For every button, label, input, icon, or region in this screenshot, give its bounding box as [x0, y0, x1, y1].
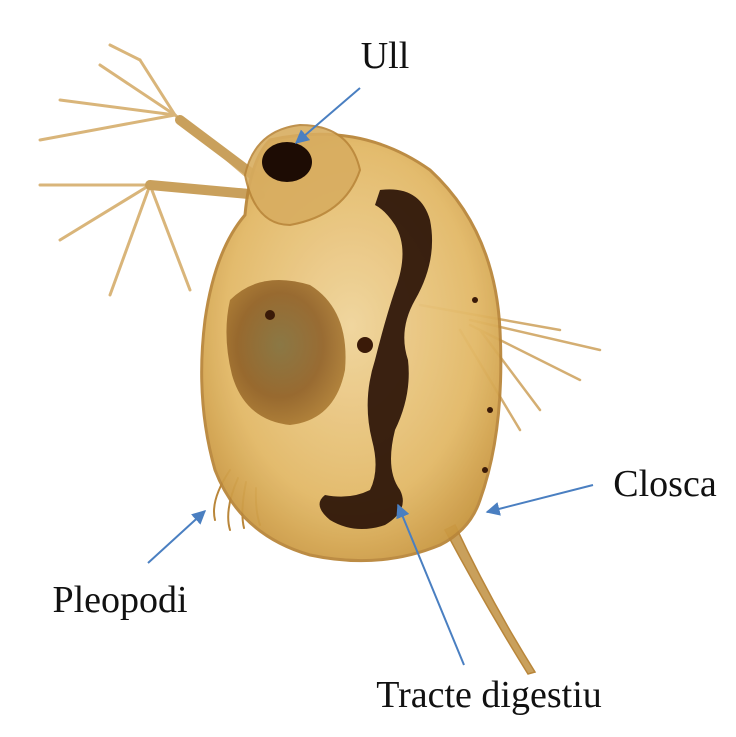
label-digestive-tract: Tracte digestiu — [376, 674, 602, 716]
antennae — [40, 45, 245, 295]
label-eye: Ull — [361, 35, 410, 77]
label-pleopods: Pleopodi — [52, 579, 187, 621]
eye — [262, 142, 312, 182]
arrow-pleopods — [148, 511, 205, 563]
antenna-base — [150, 120, 260, 195]
label-carapace: Closca — [613, 463, 717, 505]
arrow-carapace — [487, 485, 593, 512]
